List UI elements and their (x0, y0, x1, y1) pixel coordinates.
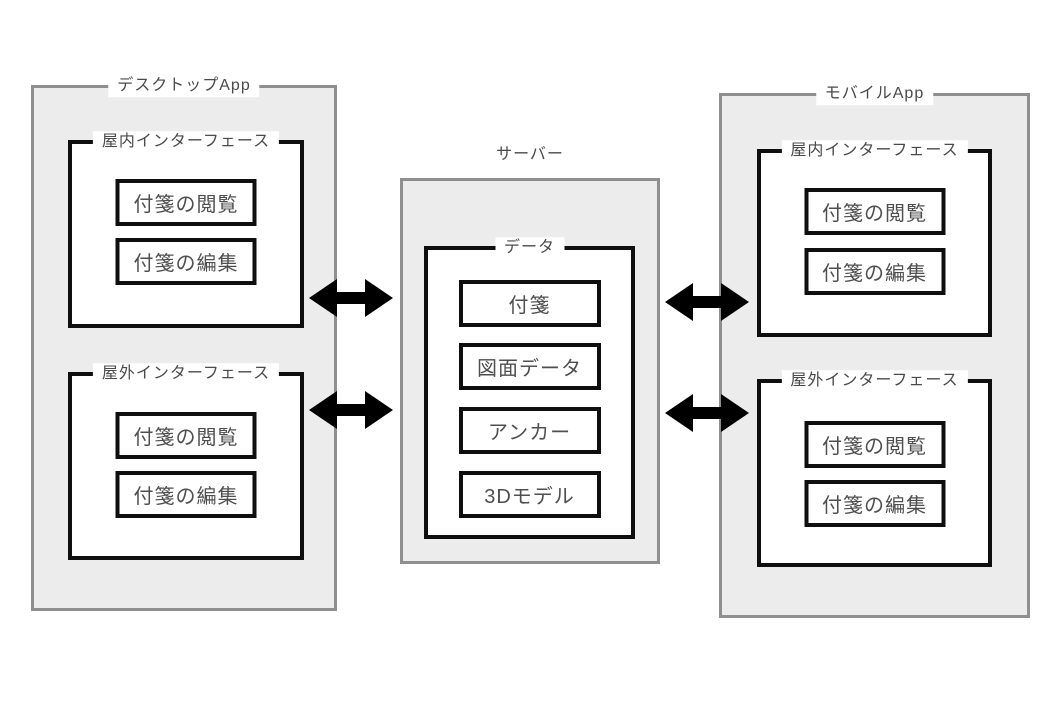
desktop-outdoor-interface-title: 屋外インターフェース (92, 363, 280, 386)
server-data-title: データ (494, 237, 565, 260)
server-title: サーバー (496, 146, 564, 163)
server-drawing-data-box: 図面データ (458, 343, 601, 390)
mobile-outdoor-interface-box: 屋外インターフェース 付箋の閲覧 付箋の編集 (757, 370, 992, 567)
arrow-server-mobile-outdoor (665, 394, 749, 432)
arrow-desktop-indoor-server (309, 279, 393, 317)
mobile-outdoor-edit-notes-box: 付箋の編集 (804, 480, 945, 527)
arrow-desktop-outdoor-server (309, 391, 393, 429)
desktop-outdoor-edit-notes-box: 付箋の編集 (115, 471, 257, 518)
mobile-indoor-view-notes-box: 付箋の閲覧 (804, 188, 945, 235)
desktop-indoor-view-notes-box: 付箋の閲覧 (115, 179, 257, 226)
server-container: サーバー データ 付箋 図面データ アンカー 3Dモデル (400, 146, 660, 564)
server-sticky-note-box: 付箋 (458, 280, 601, 327)
mobile-app-title: モバイルApp (815, 83, 934, 106)
arrow-server-mobile-indoor (665, 283, 749, 321)
bidirectional-arrow-icon (309, 391, 393, 429)
bidirectional-arrow-icon (665, 394, 749, 432)
bidirectional-arrow-icon (665, 283, 749, 321)
desktop-app-title: デスクトップApp (108, 75, 260, 98)
desktop-app-container: デスクトップApp 屋内インターフェース 付箋の閲覧 付箋の編集 屋外インターフ… (31, 75, 337, 611)
desktop-outdoor-view-notes-box: 付箋の閲覧 (115, 412, 257, 459)
bidirectional-arrow-icon (309, 279, 393, 317)
desktop-indoor-edit-notes-box: 付箋の編集 (115, 238, 257, 285)
mobile-outdoor-view-notes-box: 付箋の閲覧 (804, 421, 945, 468)
desktop-indoor-interface-box: 屋内インターフェース 付箋の閲覧 付箋の編集 (68, 131, 304, 328)
mobile-outdoor-interface-title: 屋外インターフェース (781, 370, 968, 393)
server-3d-model-box: 3Dモデル (458, 471, 601, 518)
server-data-box: データ 付箋 図面データ アンカー 3Dモデル (424, 237, 635, 539)
desktop-outdoor-interface-box: 屋外インターフェース 付箋の閲覧 付箋の編集 (68, 363, 304, 560)
desktop-indoor-interface-title: 屋内インターフェース (92, 131, 280, 154)
mobile-indoor-interface-title: 屋内インターフェース (781, 140, 968, 163)
mobile-app-container: モバイルApp 屋内インターフェース 付箋の閲覧 付箋の編集 屋外インターフェー… (719, 83, 1030, 618)
mobile-indoor-edit-notes-box: 付箋の編集 (804, 248, 945, 295)
mobile-indoor-interface-box: 屋内インターフェース 付箋の閲覧 付箋の編集 (757, 140, 992, 337)
server-anchor-box: アンカー (458, 407, 601, 454)
